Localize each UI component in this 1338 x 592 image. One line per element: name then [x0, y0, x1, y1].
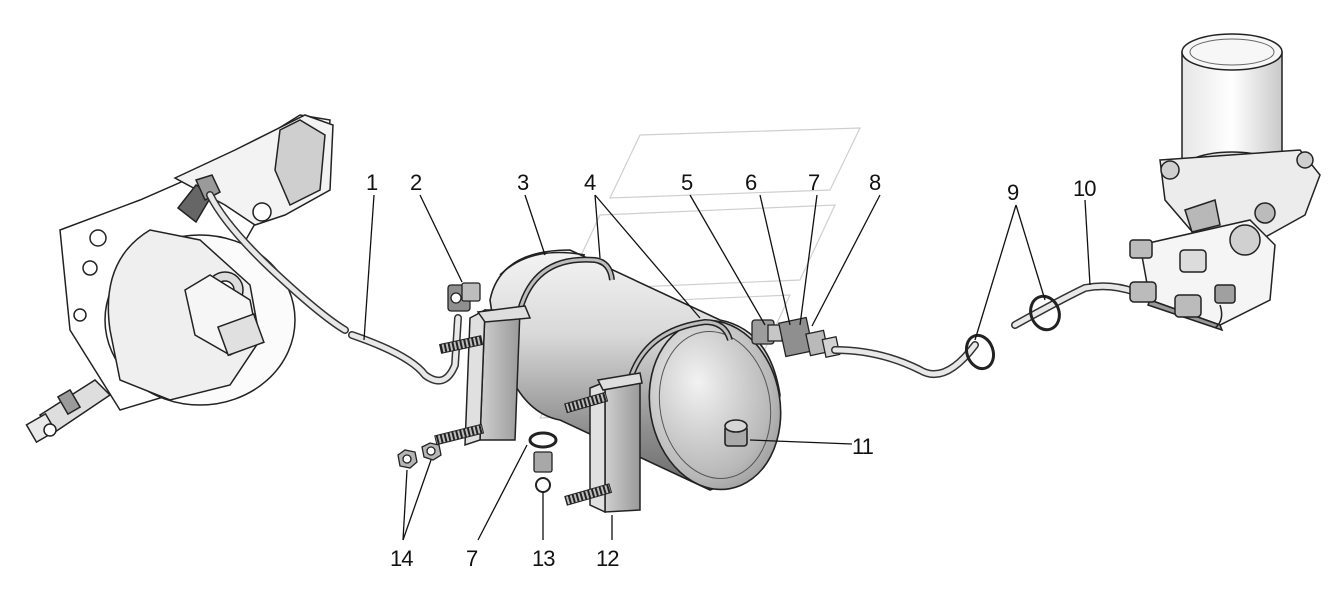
callout-14: 14: [390, 546, 413, 571]
callout-labels: 1 2 3 4 5 6 7 8 9 10 11 12 13 14 7: [366, 170, 1097, 571]
callout-1: 1: [366, 170, 378, 195]
callout-4: 4: [584, 170, 596, 195]
callout-7-upper: 7: [808, 170, 820, 195]
callout-6: 6: [745, 170, 757, 195]
pipe-clamps-9: [964, 294, 1061, 371]
compressor-assembly: [25, 114, 334, 444]
callout-2: 2: [410, 170, 422, 195]
threaded-studs: [434, 335, 613, 506]
callout-12: 12: [596, 546, 619, 571]
callout-8: 8: [869, 170, 881, 195]
pipe-10: [831, 282, 1139, 378]
drain-plug-13: [528, 431, 558, 493]
callout-13: 13: [532, 546, 555, 571]
callout-9: 9: [1007, 180, 1019, 205]
clamp-straps-4-inner: [518, 258, 732, 381]
callout-7-lower: 7: [466, 546, 478, 571]
callout-3: 3: [517, 170, 529, 195]
nuts-14: [397, 442, 442, 469]
pressure-regulator-assembly: [1129, 33, 1321, 332]
pipe-1: [206, 191, 462, 385]
callout-11: 11: [852, 434, 874, 459]
elbow-fitting-2: [447, 282, 481, 312]
leader-lines: [363, 194, 1091, 541]
callout-5: 5: [681, 170, 693, 195]
callout-10: 10: [1073, 176, 1096, 201]
